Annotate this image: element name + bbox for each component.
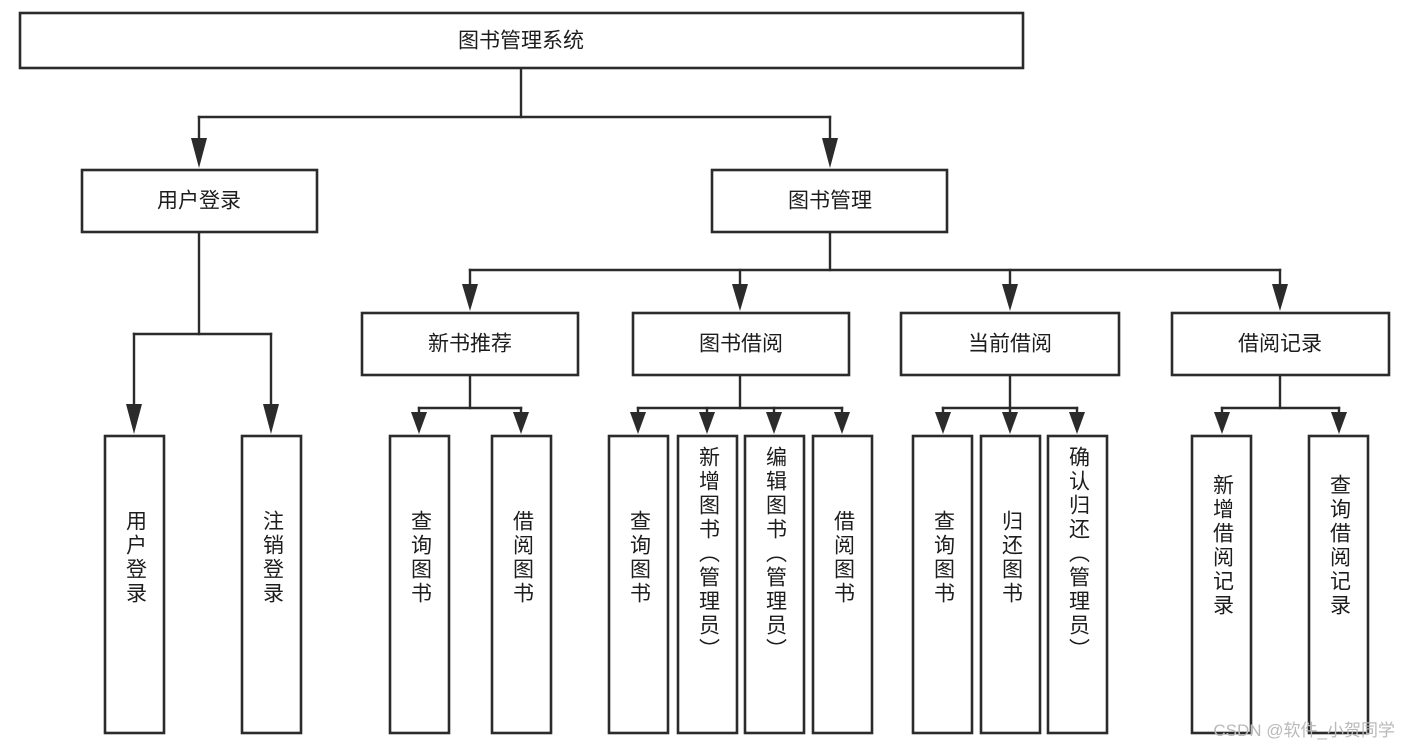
node-leaf-query-book-1-box[interactable] [388, 434, 451, 735]
arrow-leaf-query-record [1331, 412, 1347, 434]
node-leaf-return-book-label: 归还图书 [1000, 510, 1024, 606]
arrow-leaf-confirm-return [1069, 412, 1085, 434]
node-leaf-return-book-box[interactable] [979, 434, 1042, 735]
arrow-leaf-query-book-3 [935, 412, 951, 434]
arrow-leaf-edit-book [766, 412, 782, 434]
connector-root-to-level1 [191, 66, 838, 168]
node-leaf-add-record-box[interactable] [1190, 434, 1253, 735]
node-leaf-borrow-book-2[interactable]: 借阅图书 [811, 434, 874, 735]
csdn-watermark: CSDN @软件_小贺同学 [1213, 721, 1395, 740]
arrow-current-borrow [1002, 284, 1018, 311]
node-root[interactable]: 图书管理系统 [18, 11, 1025, 70]
arrow-leaf-query-book-2 [630, 412, 646, 434]
node-leaf-add-book-label: 新增图书（管理员） [697, 446, 721, 662]
node-leaf-query-book-3-box[interactable] [911, 434, 974, 735]
node-leaf-borrow-book-2-box[interactable] [811, 434, 874, 735]
node-book-borrow-label: 图书借阅 [699, 333, 783, 356]
arrow-borrow-record [1272, 284, 1288, 311]
node-leaf-confirm-return[interactable]: 确认归还（管理员） [1046, 434, 1109, 735]
node-book-borrow[interactable]: 图书借阅 [631, 311, 851, 377]
node-user-login-label: 用户登录 [157, 190, 241, 213]
node-leaf-return-book[interactable]: 归还图书 [979, 434, 1042, 735]
connector-current-borrow-to-leaves [935, 373, 1085, 434]
node-new-book-recommend-box[interactable] [360, 311, 580, 377]
node-user-login-box[interactable] [80, 168, 319, 234]
node-borrow-record-box[interactable] [1170, 311, 1391, 377]
connector-book-borrow-to-leaves [630, 373, 850, 434]
node-leaf-confirm-return-box[interactable] [1046, 434, 1109, 735]
node-new-book-recommend[interactable]: 新书推荐 [360, 311, 580, 377]
connector-borrow-record-to-leaves [1214, 373, 1347, 434]
node-user-login[interactable]: 用户登录 [80, 168, 319, 234]
arrow-leaf-borrow-book-2 [834, 412, 850, 434]
node-leaf-borrow-book-1-label: 借阅图书 [511, 510, 535, 606]
node-borrow-record[interactable]: 借阅记录 [1170, 311, 1391, 377]
node-leaf-query-book-1-label: 查询图书 [409, 510, 433, 606]
node-leaf-logout-label: 注销登录 [261, 510, 285, 606]
connector-book-manage-to-level2 [462, 230, 1288, 311]
node-root-label: 图书管理系统 [458, 30, 584, 53]
node-borrow-record-label: 借阅记录 [1238, 333, 1322, 356]
arrow-new-book-recommend [462, 284, 478, 311]
arrow-book-manage [822, 138, 838, 168]
node-leaf-edit-book-label: 编辑图书（管理员） [764, 446, 788, 662]
node-leaf-query-record-label: 查询借阅记录 [1328, 474, 1352, 618]
connector-new-book-to-leaves [411, 373, 529, 434]
node-leaf-confirm-return-label: 确认归还（管理员） [1067, 446, 1091, 662]
node-leaf-add-record-label: 新增借阅记录 [1211, 474, 1235, 618]
node-new-book-recommend-label: 新书推荐 [428, 333, 512, 356]
arrow-leaf-return-book [1002, 412, 1018, 434]
arrow-leaf-add-book [699, 412, 715, 434]
connector-user-login-to-leaves [126, 230, 279, 434]
arrow-leaf-query-book-1 [411, 412, 427, 434]
node-book-manage[interactable]: 图书管理 [710, 168, 949, 234]
node-leaf-query-book-2-label: 查询图书 [628, 510, 652, 606]
node-leaf-query-book-3-label: 查询图书 [932, 510, 956, 606]
node-leaf-user-login-box[interactable] [103, 434, 166, 735]
node-leaf-query-book-3[interactable]: 查询图书 [911, 434, 974, 735]
node-leaf-user-login[interactable]: 用户登录 [103, 434, 166, 735]
node-leaf-query-book-2[interactable]: 查询图书 [607, 434, 670, 735]
node-leaf-logout[interactable]: 注销登录 [240, 434, 303, 735]
node-leaf-add-book[interactable]: 新增图书（管理员） [676, 434, 739, 735]
node-leaf-user-login-label: 用户登录 [124, 510, 148, 606]
node-current-borrow[interactable]: 当前借阅 [899, 311, 1121, 377]
arrow-leaf-borrow-book-1 [513, 412, 529, 434]
node-current-borrow-label: 当前借阅 [968, 333, 1052, 356]
node-book-borrow-box[interactable] [631, 311, 851, 377]
node-leaf-borrow-book-1-box[interactable] [490, 434, 553, 735]
arrow-user-login [191, 138, 207, 168]
node-book-manage-label: 图书管理 [788, 190, 872, 213]
arrow-leaf-add-record [1214, 412, 1230, 434]
node-leaf-query-book-1[interactable]: 查询图书 [388, 434, 451, 735]
node-root-box[interactable] [18, 11, 1025, 70]
node-leaf-edit-book[interactable]: 编辑图书（管理员） [743, 434, 806, 735]
node-leaf-add-record[interactable]: 新增借阅记录 [1190, 434, 1253, 735]
arrow-leaf-user-login [126, 404, 142, 434]
arrow-book-borrow [732, 284, 748, 311]
node-leaf-borrow-book-1[interactable]: 借阅图书 [490, 434, 553, 735]
node-leaf-add-book-box[interactable] [676, 434, 739, 735]
node-leaf-borrow-book-2-label: 借阅图书 [832, 510, 856, 606]
node-leaf-query-record-box[interactable] [1307, 434, 1370, 735]
node-leaf-query-record[interactable]: 查询借阅记录 [1307, 434, 1370, 735]
arrow-leaf-logout [263, 404, 279, 434]
node-current-borrow-box[interactable] [899, 311, 1121, 377]
node-leaf-query-book-2-box[interactable] [607, 434, 670, 735]
node-leaf-logout-box[interactable] [240, 434, 303, 735]
node-leaf-edit-book-box[interactable] [743, 434, 806, 735]
node-book-manage-box[interactable] [710, 168, 949, 234]
